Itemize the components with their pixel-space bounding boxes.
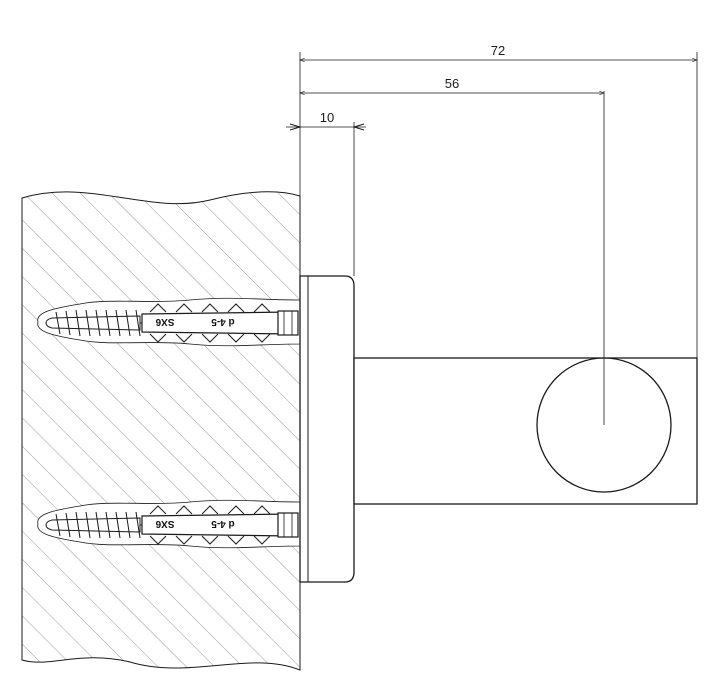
wall-plug-icon: [141, 303, 299, 343]
anchor-bottom: SX6 d 4-5: [45, 505, 299, 545]
dimension-arrow-plate-left: [289, 123, 302, 131]
hook-body: [353, 91, 698, 505]
plug-brand-label: SX6: [155, 518, 174, 529]
plug-size-label: d 4-5: [211, 316, 235, 327]
wall-plug-icon: [141, 505, 299, 545]
anchor-top: SX6 d 4-5: [45, 303, 299, 343]
plug-size-label: d 4-5: [211, 518, 235, 529]
wall-plate-body: [299, 275, 355, 583]
dimension-arrow-plate-right: [352, 123, 365, 131]
dimensions: 72 56 10: [286, 43, 698, 358]
dimension-label-plate: 10: [320, 110, 334, 125]
dimension-label-center: 56: [445, 76, 459, 91]
wall-section: [21, 191, 301, 671]
wall-hatched-area: [21, 191, 301, 671]
plug-brand-label: SX6: [155, 316, 174, 327]
dimension-label-overall: 72: [491, 43, 505, 58]
wall-plate: [299, 275, 360, 583]
